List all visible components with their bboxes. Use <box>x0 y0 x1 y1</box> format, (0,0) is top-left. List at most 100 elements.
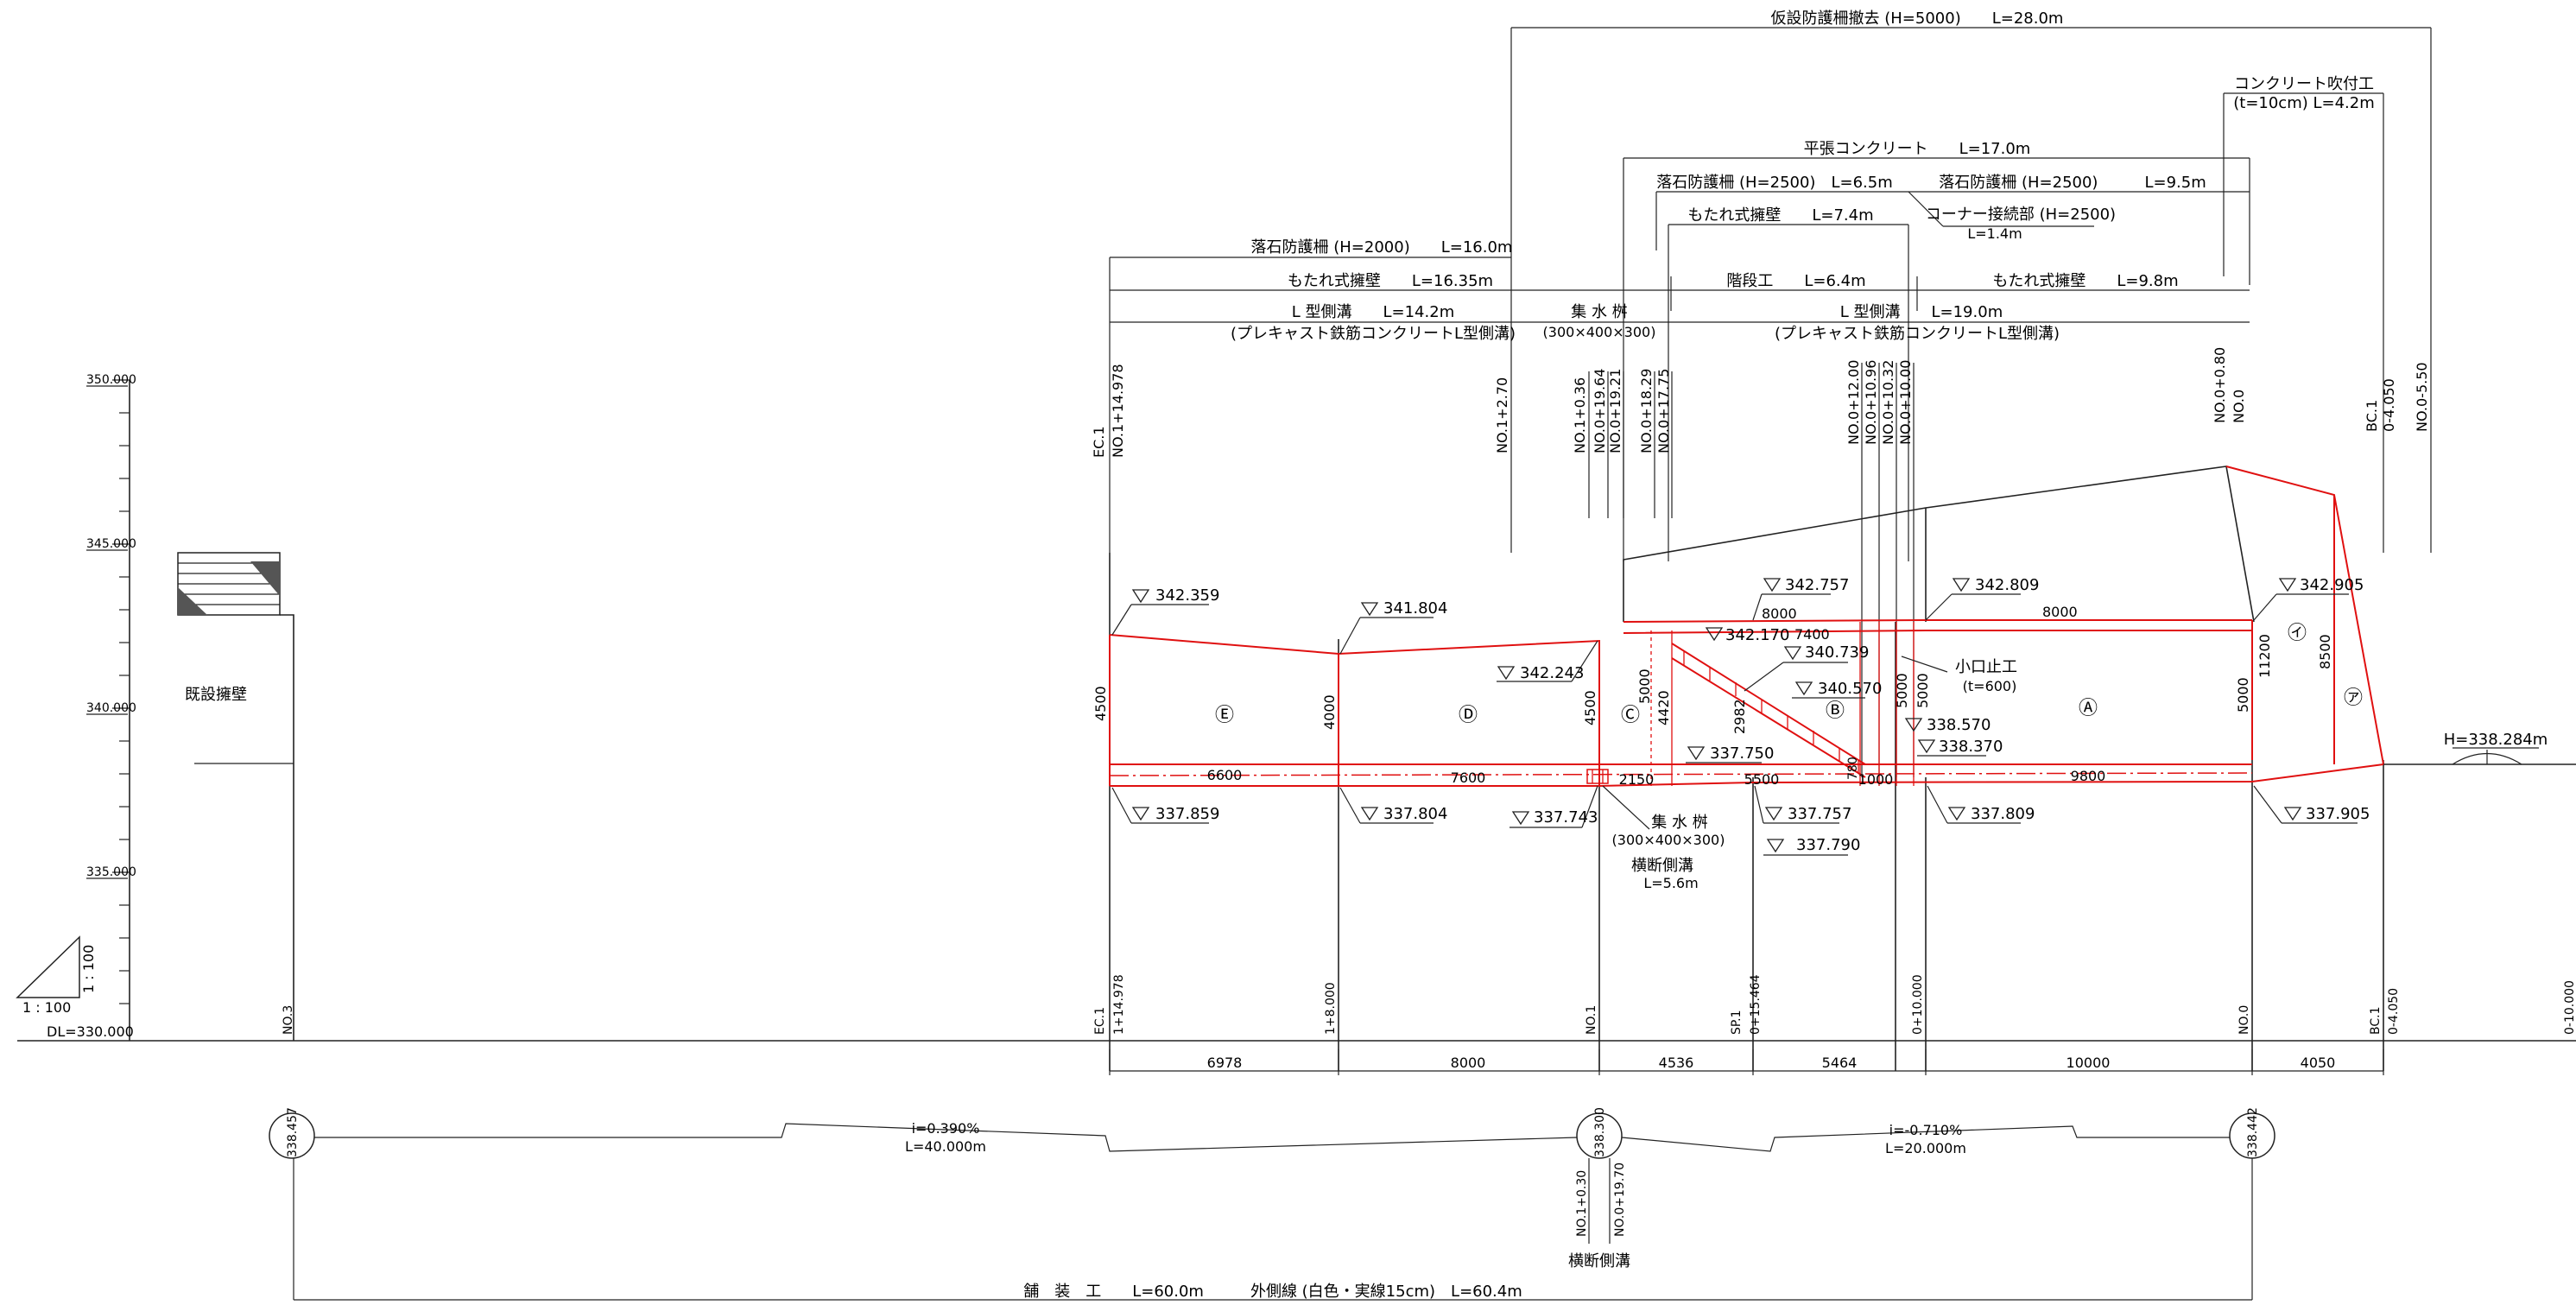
station-label: 1+14.978 <box>1112 974 1126 1035</box>
elevation-callouts-bottom: 337.859 337.804 337.743 337.750 338.570 … <box>1111 716 2370 856</box>
station-label: NO.0+10.00 <box>1897 360 1914 445</box>
catch-basin-top-label: 集 水 桝 <box>1571 303 1627 321</box>
structure-outline <box>17 466 2576 1071</box>
existing-wall: 既設擁壁 NO.3 <box>177 552 295 1041</box>
scale-tick-label: 345.000 <box>86 537 136 551</box>
base-length-dim: 7600 <box>1451 770 1486 786</box>
section-label: ㋐ <box>2344 687 2363 709</box>
station-label: NO.0+19.64 <box>1592 369 1608 453</box>
span-dim: 4536 <box>1659 1055 1694 1071</box>
scale-triangle: 1 : 100 1 : 100 DL=330.000 <box>16 935 134 1040</box>
profile-station-1: NO.1+0.30 <box>1575 1170 1589 1237</box>
station-label: BC.1 <box>2364 400 2380 432</box>
temp-fence-removal-label: 仮設防護柵撤去 (H=5000) L=28.0m <box>1771 10 2064 28</box>
top-length-dim: 8000 <box>1762 605 1797 622</box>
span-dimensions: 6978 8000 4536 5464 10000 4050 <box>1109 1049 2384 1075</box>
ground-line-right: H=338.284m <box>2383 731 2576 765</box>
scale-tick-label: 340.000 <box>86 701 136 715</box>
elev-bottom-label: 337.743 <box>1534 808 1598 827</box>
catch-basin-top-size: (300×400×300) <box>1543 324 1656 340</box>
elevation-scale: 350.000 345.000 340.000 335.000 <box>86 373 136 1041</box>
fence-2500-left-label: 落石防護柵 (H=2500) L=6.5m <box>1656 174 1892 192</box>
shotcrete-label: コンクリート吹付工 <box>2234 75 2374 93</box>
elev-bottom-label: 337.757 <box>1788 805 1851 823</box>
scale-ratio: 1 : 100 <box>22 999 71 1016</box>
fence-2500-right-label: 落石防護柵 (H=2500) L=9.5m <box>1939 174 2206 192</box>
profile-cross-gutter: 横断側溝 <box>1568 1252 1630 1270</box>
station-no3: NO.3 <box>282 1005 295 1035</box>
top-length-dim: 8000 <box>2042 604 2078 620</box>
section-label: Ⓒ <box>1621 705 1640 726</box>
span-dim: 6978 <box>1207 1055 1243 1071</box>
height-dim: 5000 <box>1915 673 1931 708</box>
retaining-74-label: もたれ式擁壁 L=7.4m <box>1687 206 1873 225</box>
catch-basin-low-size: (300×400×300) <box>1612 832 1725 848</box>
catch-basin-low-label: 集 水 桝 <box>1651 814 1707 832</box>
station-label: 0-4.050 <box>2387 988 2401 1035</box>
elev-top-label: 340.570 <box>1818 680 1882 698</box>
station-label: EC.1 <box>1091 426 1107 458</box>
elev-bottom-label: 338.370 <box>1939 738 2003 756</box>
elev-top-label: 341.804 <box>1383 599 1447 618</box>
section-label: Ⓐ <box>2079 698 2098 719</box>
station-label: 0+10.000 <box>1911 974 1925 1035</box>
flat-concrete-label: 平張コンクリート L=17.0m <box>1804 140 2031 158</box>
elev-bottom-label: 338.570 <box>1927 716 1991 734</box>
station-label: NO.0+17.75 <box>1655 369 1672 453</box>
height-dim: 5000 <box>2235 677 2251 713</box>
top-length-dim: 7400 <box>1794 626 1830 643</box>
height-dim: 4500 <box>1092 686 1109 721</box>
station-label: NO.0+19.21 <box>1607 369 1623 453</box>
elev-top-label: 342.243 <box>1520 664 1584 682</box>
existing-wall-label: 既設擁壁 <box>185 686 247 704</box>
height-dim: 8500 <box>2317 634 2333 669</box>
base-length-dim: 5500 <box>1744 771 1780 788</box>
base-length-dim: 9800 <box>2071 768 2106 784</box>
station-label: 0-10.000 <box>2563 980 2576 1035</box>
profile-station-2: NO.0+19.70 <box>1613 1162 1627 1237</box>
h-elevation-label: H=338.284m <box>2444 731 2548 749</box>
scale-tick-label: 335.000 <box>86 865 136 879</box>
base-length-dim: 2150 <box>1619 771 1655 788</box>
span-dim: 5464 <box>1822 1055 1858 1071</box>
corner-joint-label: コーナー接続部 (H=2500) <box>1926 206 2116 224</box>
height-dim: 4500 <box>1582 690 1598 725</box>
elev-top-label: 342.757 <box>1785 576 1849 594</box>
station-label: NO.0+0.80 <box>2212 347 2228 423</box>
corner-joint-length: L=1.4m <box>1967 225 2022 242</box>
height-dim: 4000 <box>1321 694 1338 730</box>
profile-length-2: L=20.000m <box>1885 1140 1966 1156</box>
height-dim: 11200 <box>2256 634 2273 678</box>
scale-tick-label: 350.000 <box>86 373 136 387</box>
elevation-callouts-top: 342.359 341.804 342.243 342.757 342.170 … <box>1111 576 2364 699</box>
longitudinal-profile: 338.457 338.300 338.442 i=0.390% L=40.00… <box>269 1107 2275 1301</box>
elev-bottom-label: 337.809 <box>1971 805 2035 823</box>
lgutter-142-label: L 型側溝 L=14.2m <box>1292 303 1454 321</box>
section-label: Ⓔ <box>1215 705 1234 726</box>
height-dim: 780 <box>1846 757 1860 780</box>
station-label: NO.0+10.96 <box>1863 360 1879 445</box>
kouguchi-label: 小口止工 <box>1955 658 2017 676</box>
height-dim: 5000 <box>1894 673 1910 708</box>
height-dim: 4420 <box>1655 690 1672 725</box>
elev-top-label: 342.809 <box>1975 576 2039 594</box>
profile-elev-mid: 338.300 <box>1593 1107 1607 1157</box>
profile-elev-left: 338.457 <box>286 1107 300 1157</box>
kouguchi-thickness: (t=600) <box>1963 678 2017 694</box>
elev-bottom-label: 337.790 <box>1796 836 1860 854</box>
station-label: SP.1 <box>1730 1010 1744 1035</box>
profile-grade-2: i=-0.710% <box>1889 1122 1963 1138</box>
station-label: 1+8.000 <box>1324 982 1338 1035</box>
station-label: NO.0 <box>2231 390 2247 423</box>
base-length-dim: 1000 <box>1858 771 1894 788</box>
station-label: NO.1+2.70 <box>1494 377 1510 453</box>
base-length-dim: 6600 <box>1207 767 1243 783</box>
elev-top-label: 342.170 <box>1725 626 1789 644</box>
elev-bottom-label: 337.804 <box>1383 805 1447 823</box>
station-label: NO.0 <box>2237 1005 2251 1035</box>
station-label: EC.1 <box>1093 1007 1107 1035</box>
elev-bottom-label: 337.905 <box>2306 805 2370 823</box>
top-dimension-lines: 仮設防護柵撤去 (H=5000) L=28.0m コンクリート吹付工 (t=10… <box>1109 10 2432 561</box>
cross-gutter-length: L=5.6m <box>1643 875 1698 891</box>
